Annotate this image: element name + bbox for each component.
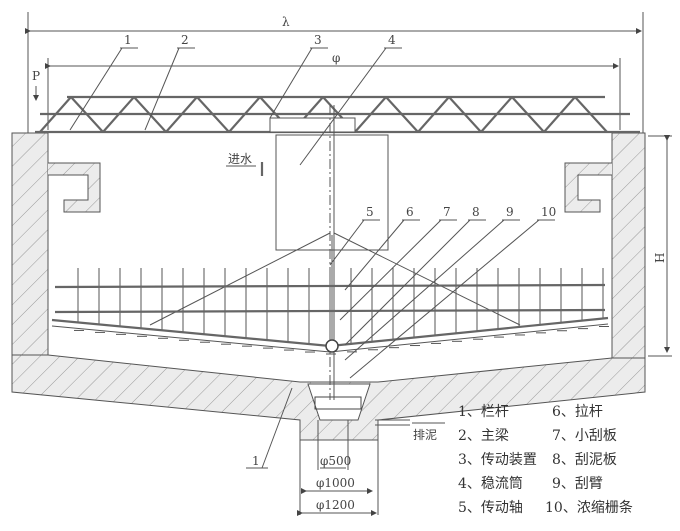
legend-item-5: 5、传动轴 (458, 500, 523, 516)
dimension-phi-label: φ (332, 51, 340, 65)
callout-leader (344, 219, 405, 291)
callouts: 1 2 3 4 5 6 7 8 9 10 (69, 33, 556, 379)
overflow-trough-right (564, 162, 612, 213)
dimension-depth: H (648, 135, 672, 357)
callout-label: 1 (124, 33, 132, 47)
pit-phi1200-label: φ1200 (316, 498, 355, 512)
center-bearing (314, 396, 362, 410)
overflow-trough-left (48, 162, 101, 213)
dimension-p-label: P (32, 69, 40, 83)
legend-item-4: 4、稳流筒 (458, 475, 523, 492)
picket-rail (54, 283, 606, 289)
legend-item-1: 1、栏杆 (458, 404, 509, 420)
tank-left-wall (11, 132, 49, 356)
callout-label: 10 (541, 205, 556, 219)
truss-diagonal (480, 96, 513, 133)
truss-diagonal (102, 96, 135, 133)
truss-diagonal (543, 96, 576, 133)
truss-diagonal (385, 96, 419, 133)
callout-label: 7 (443, 205, 451, 219)
legend-item-7: 7、小刮板 (552, 428, 617, 444)
truss-diagonal (448, 96, 482, 133)
callout-label: 9 (506, 205, 514, 219)
dimension-bridge: φ (45, 51, 621, 130)
dimension-overall: λ (25, 12, 644, 135)
pit-callout-leader (261, 387, 293, 469)
callout-label: 8 (472, 205, 480, 219)
truss-diagonal (196, 96, 230, 133)
inlet-label: 进水 (228, 152, 252, 166)
callout-leader (329, 219, 365, 266)
legend-item-2: 2、主梁 (458, 428, 509, 444)
center-pit (307, 383, 371, 421)
truss-diagonal (39, 96, 72, 133)
truss-bridge (35, 95, 640, 134)
dimension-h-label: H (653, 253, 667, 263)
tank-right-wall (611, 132, 646, 386)
legend-item-3: 3、传动装置 (458, 452, 537, 468)
callout-leader (69, 47, 123, 131)
callout-label: 6 (406, 205, 414, 219)
callout-leader (344, 219, 471, 346)
truss-diagonal (228, 96, 261, 133)
truss-diagonal (511, 96, 545, 133)
callout-leader (349, 219, 540, 379)
callout-label: 2 (181, 33, 189, 47)
legend-item-9: 9、刮臂 (552, 476, 603, 492)
truss-diagonal (70, 96, 104, 133)
callout-label: 4 (388, 33, 396, 47)
dimension-lambda-label: λ (282, 15, 290, 29)
outlet-label: 排泥 (413, 428, 437, 442)
legend-item-6: 6、拉杆 (552, 404, 603, 420)
arm-hub (325, 339, 339, 353)
truss-diagonal (165, 96, 198, 133)
thickening-pickets (74, 268, 609, 355)
legend-item-8: 8、刮泥板 (552, 452, 617, 468)
callout-leader (339, 219, 442, 321)
stilling-well (275, 134, 389, 251)
legend-item-10: 10、浓缩栅条 (545, 499, 633, 516)
callout-leader (269, 47, 313, 119)
drive-unit (269, 117, 356, 133)
callout-leader (299, 47, 387, 166)
truss-diagonal (133, 96, 167, 133)
legend: 1、栏杆 2、主梁 3、传动装置 4、稳流筒 5、传动轴 6、拉杆 7、小刮板 … (458, 404, 633, 516)
truss-diagonal (417, 96, 450, 133)
callout-leader (344, 219, 505, 361)
truss-diagonal (574, 96, 608, 133)
callout-label: 3 (314, 33, 322, 47)
pit-dimensions: φ500 φ1000 φ1200 (297, 420, 379, 516)
truss-diagonal (354, 96, 387, 133)
pit-callout-label: 1 (252, 454, 260, 468)
tie-rod-left (149, 232, 331, 326)
callout-leader (144, 47, 180, 131)
pit-phi1000-label: φ1000 (316, 476, 355, 490)
pit-phi500-label: φ500 (320, 454, 351, 468)
callout-label: 5 (366, 205, 374, 219)
